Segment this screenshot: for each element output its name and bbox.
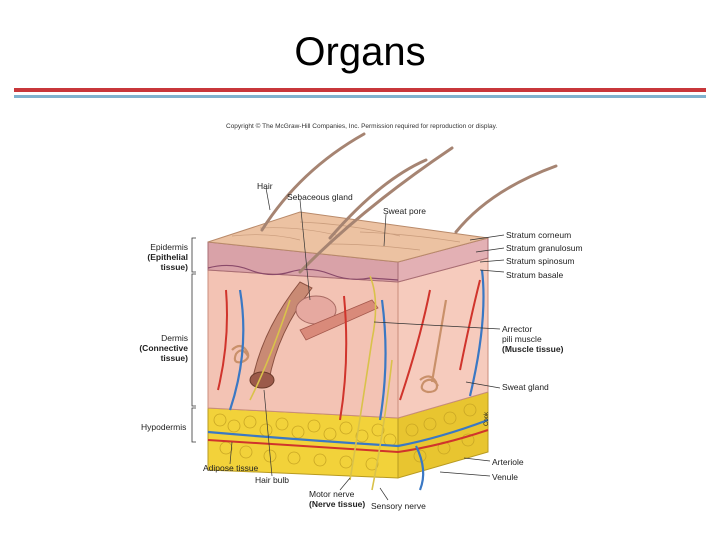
label-venule: Venule bbox=[492, 472, 518, 482]
label-stratum-granulosum: Stratum granulosum bbox=[506, 243, 583, 253]
label-arrector-pili-2: pili muscle bbox=[502, 334, 542, 344]
title-rule-blue bbox=[14, 95, 706, 98]
dermis-side bbox=[397, 257, 489, 419]
label-arteriole: Arteriole bbox=[492, 457, 524, 467]
label-nerve-tissue: (Nerve tissue) bbox=[309, 499, 366, 509]
leader-lines bbox=[229, 187, 505, 501]
label-epithelial-tissue-2: tissue) bbox=[160, 262, 188, 272]
label-dermis: Dermis (Connective tissue) bbox=[132, 333, 188, 363]
label-motor-nerve-name: Motor nerve bbox=[309, 489, 355, 499]
title-rule-red bbox=[14, 88, 706, 92]
layer-brackets bbox=[191, 237, 196, 443]
label-hypodermis: Hypodermis bbox=[141, 422, 187, 432]
slide-title: Organs bbox=[294, 30, 426, 74]
label-muscle-tissue: (Muscle tissue) bbox=[502, 344, 564, 354]
label-hair: Hair bbox=[257, 181, 273, 191]
label-arrector-pili-1: Arrector bbox=[502, 324, 533, 334]
venules bbox=[207, 269, 489, 491]
label-credit: Cook bbox=[484, 411, 490, 426]
label-sensory-nerve: Sensory nerve bbox=[371, 501, 426, 511]
label-sweat-gland: Sweat gland bbox=[502, 382, 549, 392]
label-connective-tissue-2: tissue) bbox=[160, 353, 188, 363]
label-epidermis-name: Epidermis bbox=[150, 242, 188, 252]
label-hair-bulb: Hair bulb bbox=[255, 475, 290, 485]
copyright-notice: Copyright © The McGraw-Hill Companies, I… bbox=[226, 123, 498, 130]
nerves bbox=[249, 275, 393, 491]
label-stratum-spinosum: Stratum spinosum bbox=[506, 256, 575, 266]
label-connective-tissue: (Connective bbox=[139, 343, 188, 353]
label-epidermis: Epidermis (Epithelial tissue) bbox=[140, 242, 188, 272]
label-sebaceous-gland: Sebaceous gland bbox=[287, 192, 353, 202]
hair-bulb-shape bbox=[249, 371, 275, 389]
arterioles bbox=[207, 279, 489, 454]
arrector-pili-shape bbox=[299, 299, 379, 341]
label-arrector-pili: Arrector pili muscle (Muscle tissue) bbox=[502, 324, 563, 354]
label-adipose-tissue: Adipose tissue bbox=[203, 463, 259, 473]
label-sweat-pore: Sweat pore bbox=[383, 206, 426, 216]
label-epithelial-tissue: (Epithelial bbox=[147, 252, 188, 262]
adipose-cells bbox=[213, 403, 477, 471]
label-stratum-corneum: Stratum corneum bbox=[506, 230, 572, 240]
label-motor-nerve: Motor nerve (Nerve tissue) bbox=[309, 489, 365, 509]
label-stratum-basale: Stratum basale bbox=[506, 270, 564, 280]
hair-strands bbox=[260, 132, 558, 274]
label-dermis-name: Dermis bbox=[161, 333, 188, 343]
stratum-basale-line bbox=[207, 264, 399, 281]
